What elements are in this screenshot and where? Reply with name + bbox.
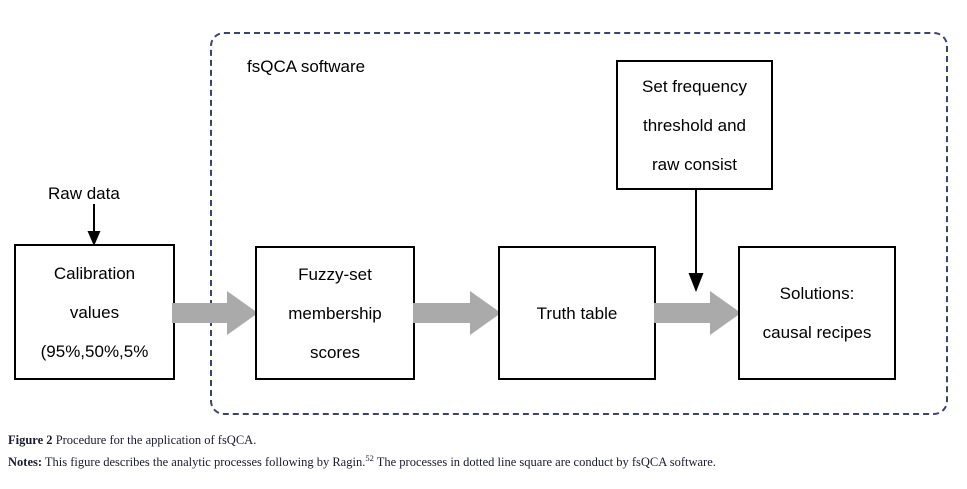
box-calibration-line-1: Calibration xyxy=(53,263,136,283)
flow-arrow-2-icon xyxy=(413,291,501,335)
caption-notes-text-1: This figure describes the analytic proce… xyxy=(44,454,366,469)
raw-data-label: Raw data xyxy=(48,184,120,203)
caption-notes-line: Notes: This figure describes the analyti… xyxy=(8,451,963,473)
raw-data-arrow-icon xyxy=(83,204,105,246)
box-calibration-line-2: values xyxy=(69,302,120,322)
box-solutions-causal-recipes: Solutions: causal recipes xyxy=(738,246,896,380)
box-fuzzyset-line-3: scores xyxy=(309,342,361,362)
caption-notes-reference: 52 xyxy=(365,452,374,463)
flow-arrow-1-icon xyxy=(172,291,258,335)
box-fuzzyset-line-2: membership xyxy=(288,303,382,323)
threshold-arrow-icon xyxy=(685,188,707,292)
box-truthtable-line-1: Truth table xyxy=(536,303,618,323)
figure-caption: Figure 2 Procedure for the application o… xyxy=(8,430,963,472)
box-solutions-line-2: causal recipes xyxy=(762,323,872,342)
caption-notes-text-2: The processes in dotted line square are … xyxy=(376,454,716,469)
caption-figure-text: Procedure for the application of fsQCA. xyxy=(55,433,257,447)
box-calibration-line-3: (95%,50%,5% xyxy=(40,341,149,361)
box-solutions-line-1: Solutions: xyxy=(779,284,855,303)
box-threshold-line-3: raw consist xyxy=(651,154,738,174)
box-threshold-line-2: threshold and xyxy=(642,115,747,135)
caption-figure-line: Figure 2 Procedure for the application o… xyxy=(8,430,963,451)
caption-figure-label: Figure 2 xyxy=(8,433,53,447)
box-calibration-values: Calibration values (95%,50%,5% xyxy=(14,244,175,380)
fsqca-software-container xyxy=(210,32,948,415)
caption-notes-label: Notes: xyxy=(8,454,43,469)
box-fuzzy-set-membership-scores: Fuzzy-set membership scores xyxy=(255,246,415,380)
box-truth-table: Truth table xyxy=(498,246,656,380)
flow-arrow-3-icon xyxy=(654,291,741,335)
fsqca-software-label: fsQCA software xyxy=(247,57,366,76)
box-set-frequency-threshold: Set frequency threshold and raw consist xyxy=(616,60,773,190)
box-threshold-line-1: Set frequency xyxy=(642,76,747,96)
box-fuzzyset-line-1: Fuzzy-set xyxy=(298,264,372,284)
